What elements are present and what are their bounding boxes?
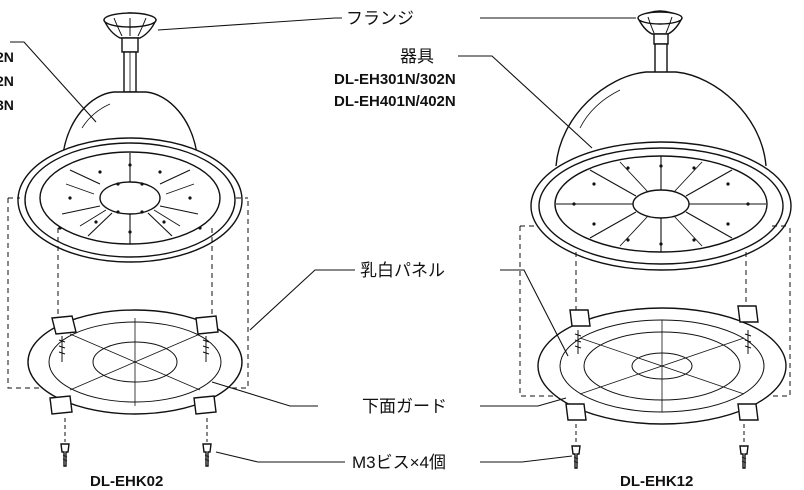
leader-lines	[10, 17, 636, 463]
left-flange	[103, 12, 157, 93]
fixture-model-1: DL-EH301N/302N	[334, 71, 456, 88]
fixture-model-2: DL-EH401N/402N	[334, 93, 456, 110]
left-unit-model: DL-EHK02	[90, 473, 163, 490]
right-unit-model: DL-EHK12	[620, 473, 693, 490]
left-screws	[60, 418, 212, 467]
flange-label: フランジ	[346, 9, 414, 28]
right-bezel	[530, 141, 792, 271]
right-screws	[571, 424, 749, 469]
fixture-label: 器具	[400, 47, 434, 66]
left-bezel	[17, 137, 243, 263]
left-panel	[27, 309, 243, 415]
right-fixture	[519, 10, 792, 397]
left-model-fragment-2: 2N	[0, 73, 14, 89]
right-dome	[555, 71, 767, 167]
right-panel	[537, 305, 787, 425]
right-flange	[637, 10, 683, 89]
left-model-fragment-1: 2N	[0, 49, 14, 65]
left-model-fragment-3: 3N	[0, 97, 14, 113]
milky-panel-label: 乳白パネル	[360, 261, 445, 280]
left-fixture	[7, 12, 249, 389]
screws-label: M3ビス×4個	[352, 453, 446, 472]
bottom-guard-label: 下面ガード	[362, 397, 447, 416]
right-alignment-guides	[519, 225, 791, 397]
